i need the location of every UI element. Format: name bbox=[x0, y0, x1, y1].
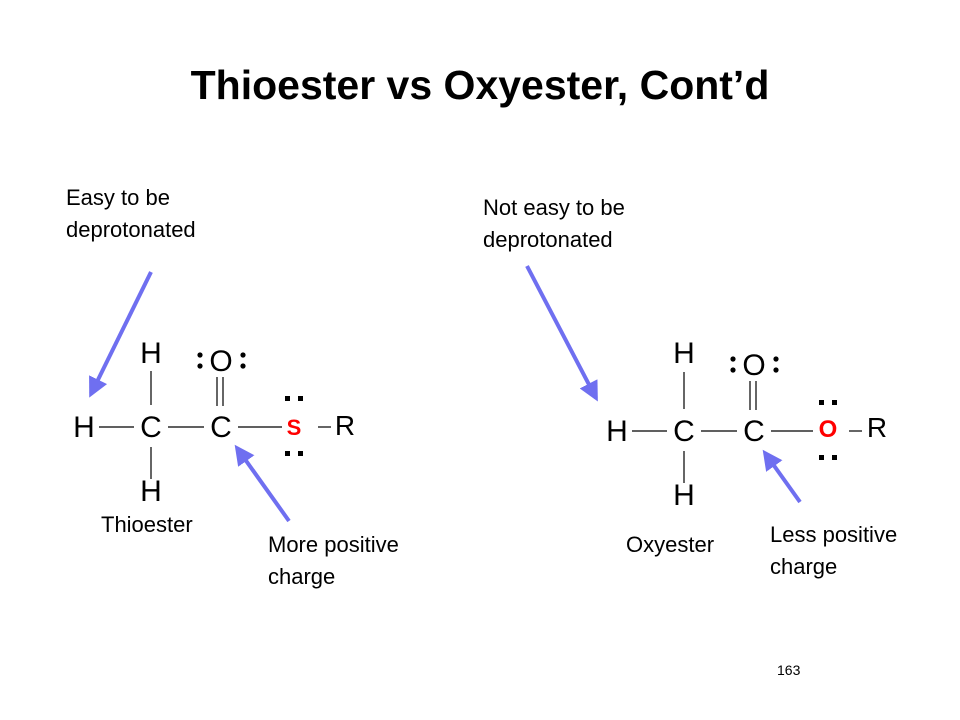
left-atom-h-bottom: H bbox=[140, 475, 162, 508]
right-compound-name: Oxyester bbox=[626, 532, 715, 557]
left-top-note-line-1: Easy to be bbox=[66, 185, 170, 210]
thioester-structure: H H C C O H S R bbox=[73, 337, 355, 508]
left-atom-h-top: H bbox=[140, 337, 162, 370]
right-lone-pairs bbox=[730, 356, 837, 460]
arrow-left-deprotonation bbox=[89, 271, 153, 398]
right-atom-c-carbonyl: C bbox=[743, 415, 765, 448]
left-charge-note: More positive charge bbox=[268, 529, 399, 593]
right-charge-note-line-1: Less positive bbox=[770, 522, 898, 547]
arrow-left-charge bbox=[234, 444, 291, 523]
right-charge-note-line-2: charge bbox=[770, 554, 838, 579]
left-atom-c-alpha: C bbox=[140, 411, 162, 444]
left-atom-r-group: R bbox=[335, 410, 355, 441]
left-atom-o-carbonyl: O bbox=[209, 345, 232, 378]
arrow-right-deprotonation bbox=[525, 265, 598, 402]
left-atom-heteroatom: S bbox=[287, 415, 302, 440]
right-atom-h-top: H bbox=[673, 337, 695, 370]
oxyester-structure: H H C C O H O R bbox=[606, 337, 887, 512]
left-atom-h-left: H bbox=[73, 411, 95, 444]
left-lone-pairs bbox=[197, 352, 303, 456]
right-charge-note: Less positive charge bbox=[770, 519, 897, 583]
right-atom-h-bottom: H bbox=[673, 479, 695, 512]
right-top-note: Not easy to be deprotonated bbox=[483, 192, 625, 256]
annotation-arrows bbox=[89, 265, 802, 523]
right-atom-o-carbonyl: O bbox=[742, 349, 765, 382]
left-atom-c-carbonyl: C bbox=[210, 411, 232, 444]
right-atom-r-group: R bbox=[867, 412, 887, 443]
right-top-note-line-2: deprotonated bbox=[483, 227, 613, 252]
left-charge-note-line-2: charge bbox=[268, 564, 336, 589]
left-top-note-line-2: deprotonated bbox=[66, 217, 196, 242]
left-bonds bbox=[99, 371, 331, 479]
left-charge-note-line-1: More positive bbox=[268, 532, 399, 557]
right-atom-c-alpha: C bbox=[673, 415, 695, 448]
right-bonds bbox=[632, 372, 862, 483]
arrow-right-charge bbox=[762, 449, 802, 504]
left-compound-name: Thioester bbox=[101, 512, 193, 537]
right-atom-h-left: H bbox=[606, 415, 628, 448]
right-atom-heteroatom: O bbox=[819, 416, 838, 443]
left-top-note: Easy to be deprotonated bbox=[66, 182, 196, 246]
page-number: 163 bbox=[777, 662, 801, 678]
right-top-note-line-1: Not easy to be bbox=[483, 195, 625, 220]
slide-title: Thioester vs Oxyester, Cont’d bbox=[190, 62, 770, 108]
